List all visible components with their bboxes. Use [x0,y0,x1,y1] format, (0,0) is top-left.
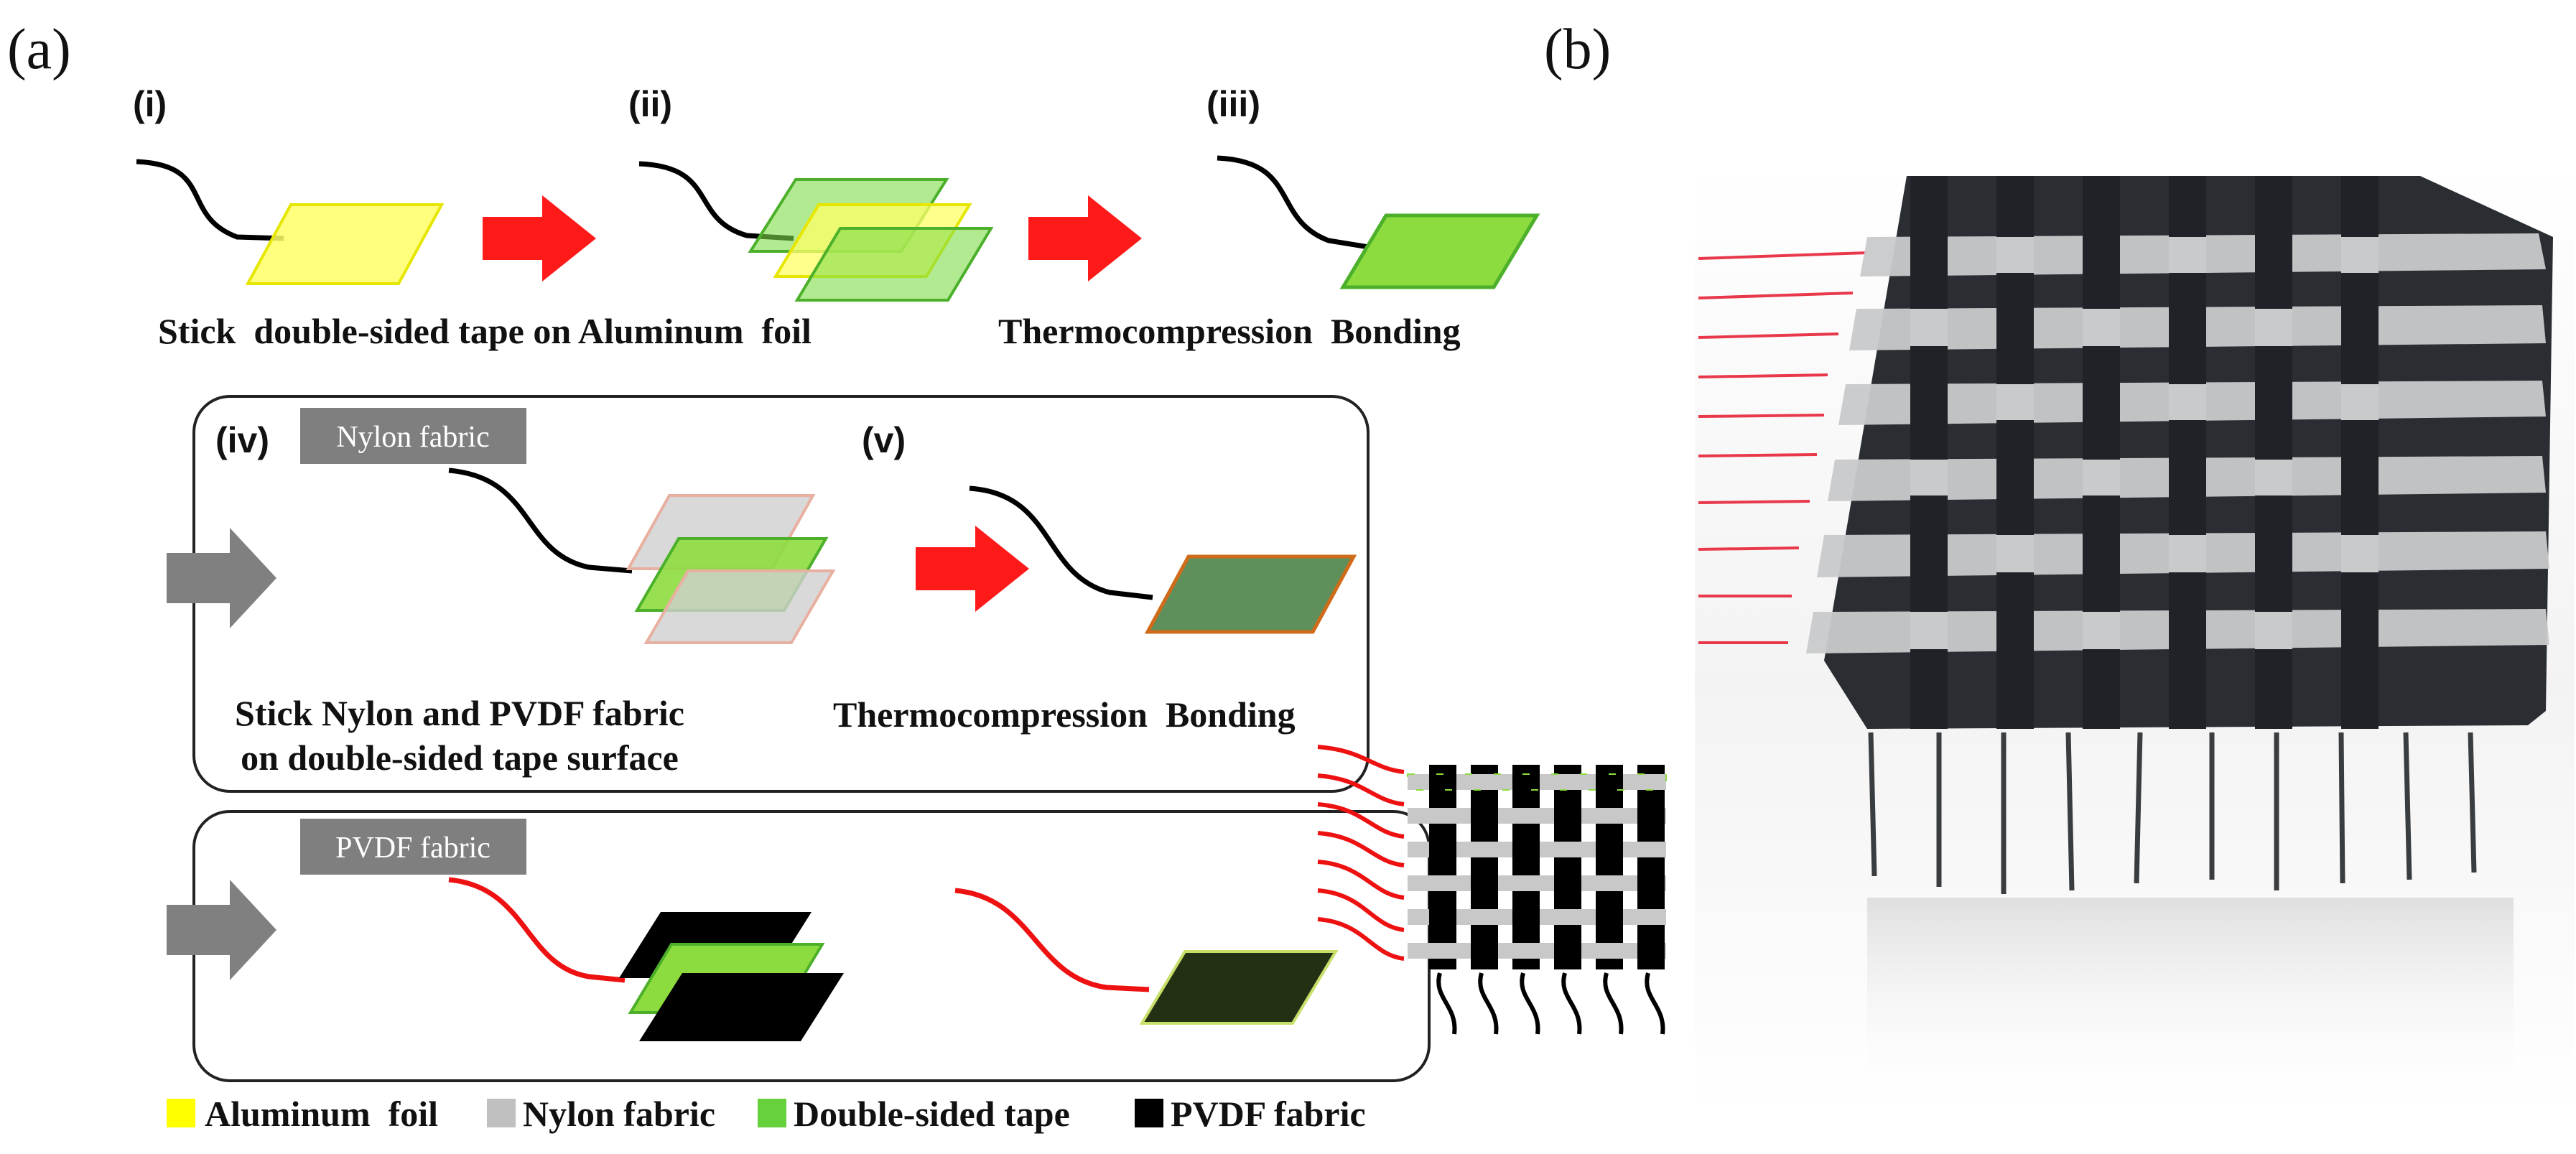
step-iii-label: (iii) [1206,84,1260,124]
wire-red-stack [448,877,626,983]
bonded-nylon-v [1144,554,1357,634]
caption-thermo-2: Thermocompression Bonding [833,694,1296,735]
step-i-label: (i) [133,84,167,124]
pvdf-layer-bottom [639,973,844,1041]
woven-sensor-photo [1695,165,2575,1113]
legend-label-tape: Double-sided tape [794,1094,1070,1134]
arrow-red-3 [916,526,1029,612]
step-ii-label: (ii) [628,84,672,124]
nylon-fabric-tag-text: Nylon fabric [336,421,489,454]
legend-swatch-pvdf [1135,1099,1163,1127]
legend-swatch-nylon [487,1099,516,1127]
bonded-pvdf-sheet [1139,950,1339,1025]
legend-swatch-tape [758,1099,786,1127]
tape-bottom-ii [794,227,994,302]
arrow-gray-1 [167,528,276,628]
arrow-red-1 [483,195,596,281]
bonded-foil-iii [1339,213,1540,289]
pvdf-fabric-tag [300,819,526,875]
caption-stick-nylon-line1: Stick Nylon and PVDF fabric [235,693,684,733]
wire-red-bonded [954,888,1150,992]
legend: Aluminum foil Nylon fabric Double-sided … [167,1094,1366,1134]
aluminum-foil-i [245,203,445,285]
legend-swatch-aluminum [167,1099,195,1127]
step-v-label: (v) [862,420,906,460]
wire-v [969,485,1153,600]
legend-label-nylon: Nylon fabric [523,1094,715,1134]
wire-iv [448,467,633,574]
step-iv-label: (iv) [215,420,269,460]
caption-stick-tape: Stick double-sided tape on Aluminum foil [158,311,812,351]
caption-thermo-1: Thermocompression Bonding [998,311,1461,351]
wire-iii [1217,155,1374,251]
nylon-layer-bottom-iv [643,569,836,644]
wire-i [136,159,284,241]
arrow-gray-2 [167,880,276,980]
caption-stick-nylon-line2: on double-sided tape surface [241,737,679,778]
panel-a-label: (a) [7,18,71,81]
woven-array-schematic [1317,745,1667,1035]
legend-label-pvdf: PVDF fabric [1171,1094,1366,1134]
legend-label-aluminum: Aluminum foil [205,1094,438,1134]
panel-b-label: (b) [1544,18,1611,81]
pvdf-fabric-tag-text: PVDF fabric [335,832,490,865]
nylon-fabric-tag [300,408,526,464]
arrow-red-2 [1028,195,1142,281]
wire-ii [638,161,794,241]
